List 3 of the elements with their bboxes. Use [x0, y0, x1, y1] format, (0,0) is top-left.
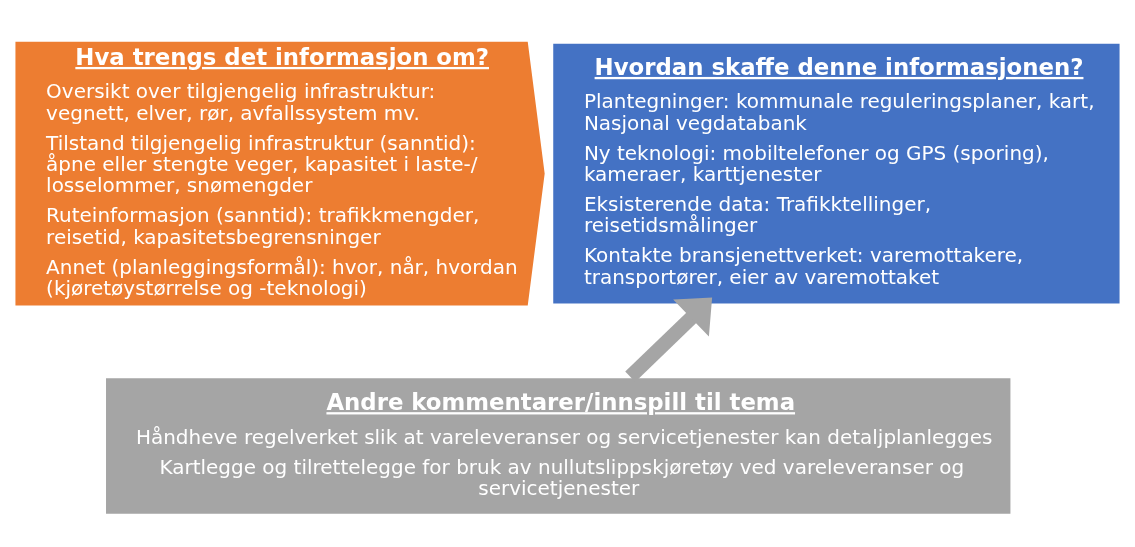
arrow	[625, 297, 713, 382]
node-box: Hvordan skaffe denne informasjonen? Plantegninger: kommunale reguleringsplaner, kart, Nasjonal vegdatabank Ny teknologi: mobiltelefoner og GPS (sporing), kameraer, karttjenester Eksisterende data: Trafikktellinger, reisetidsmålinger Kontakte bransjenettverket: varemottakere, transportører, eier av varemottaket	[550, 40, 1123, 307]
node-box: Andre kommentarer/innspill til tema Håndheve regelverket slik at vareleveranser og servicetjenester kan detaljplanlegges Kartlegge og tilrettelegge for bruk av nullutslippskjøretøy ved vareleveranser og servicetjenester	[103, 375, 1014, 517]
